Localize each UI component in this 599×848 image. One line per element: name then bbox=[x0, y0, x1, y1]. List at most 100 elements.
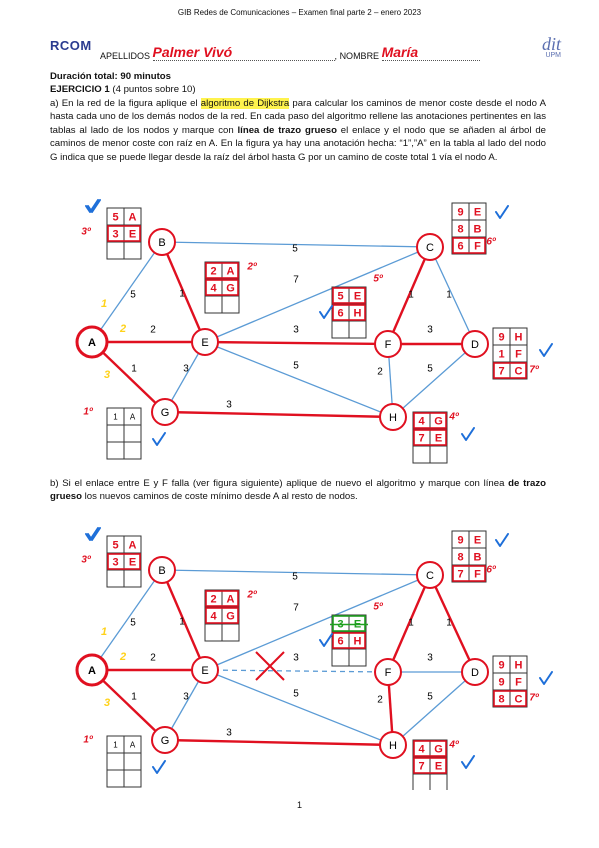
table-via: A bbox=[129, 211, 137, 223]
link-ec bbox=[204, 246, 431, 343]
table-via: A bbox=[227, 593, 235, 605]
link-failure-icon bbox=[255, 651, 285, 681]
selected-row-highlight bbox=[107, 553, 141, 570]
node-d bbox=[461, 658, 489, 686]
table-via: B bbox=[474, 551, 482, 563]
table-via: A bbox=[129, 539, 137, 551]
link-cost-ae: 2 bbox=[150, 653, 156, 664]
node-order-label: 1º bbox=[83, 407, 94, 418]
table-via: E bbox=[129, 556, 136, 568]
apellidos-label: APELLIDOS bbox=[100, 51, 151, 61]
node-label-a: A bbox=[88, 665, 96, 677]
node-label-f: F bbox=[385, 667, 392, 679]
check-mark-icon bbox=[319, 633, 333, 647]
node-f bbox=[374, 658, 402, 686]
table-via: F bbox=[474, 240, 481, 252]
check-mark-icon bbox=[539, 343, 553, 357]
table-via: G bbox=[434, 415, 443, 427]
link-cost-ab: 5 bbox=[130, 618, 136, 629]
node-order-label: 2º bbox=[246, 262, 258, 273]
node-e bbox=[191, 328, 219, 356]
link-hd bbox=[392, 343, 476, 418]
node-f bbox=[374, 330, 402, 358]
edge-order-ae: 2 bbox=[119, 323, 126, 335]
node-label-c: C bbox=[426, 242, 434, 254]
selected-row-highlight bbox=[332, 632, 366, 649]
check-mark-icon bbox=[495, 533, 509, 547]
node-b bbox=[148, 556, 176, 584]
table-cost: 8 bbox=[457, 551, 463, 563]
node-order-label: 2º bbox=[246, 590, 258, 601]
table-cost: 5 bbox=[337, 290, 343, 302]
link-cost-be: 1 bbox=[179, 617, 185, 628]
node-g bbox=[151, 726, 179, 754]
table-via: E bbox=[354, 290, 361, 302]
check-mark-icon bbox=[87, 527, 101, 541]
preset-via: A bbox=[130, 741, 136, 750]
link-eh bbox=[204, 341, 394, 418]
table-cost: 1 bbox=[498, 348, 504, 360]
node-label-a: A bbox=[88, 337, 96, 349]
link-bc bbox=[161, 241, 431, 248]
selected-row-highlight bbox=[413, 412, 447, 429]
table-via: F bbox=[474, 568, 481, 580]
table-cost: 2 bbox=[210, 593, 216, 605]
table-cost: 4 bbox=[210, 282, 217, 294]
link-bc bbox=[161, 569, 431, 576]
table-via: H bbox=[515, 331, 523, 343]
check-mark-icon bbox=[85, 199, 99, 213]
link-cd bbox=[429, 246, 476, 345]
table-via: B bbox=[474, 223, 482, 235]
table-via: H bbox=[354, 635, 362, 647]
table-via: H bbox=[515, 659, 523, 671]
check-mark-icon bbox=[152, 760, 166, 774]
link-ag bbox=[91, 669, 166, 741]
link-hd bbox=[392, 671, 476, 746]
link-be bbox=[160, 569, 207, 671]
selected-row-highlight bbox=[413, 740, 447, 757]
table-via: C bbox=[515, 365, 523, 377]
preset-via: A bbox=[130, 413, 136, 422]
link-cost-eg: 3 bbox=[183, 364, 189, 375]
node-label-d: D bbox=[471, 339, 479, 351]
selected-row-highlight bbox=[413, 429, 447, 446]
node-label-e: E bbox=[201, 665, 208, 677]
check-mark-icon bbox=[461, 427, 475, 441]
node-label-g: G bbox=[161, 407, 170, 419]
node-h bbox=[379, 731, 407, 759]
link-cost-gh: 3 bbox=[226, 728, 232, 739]
link-cost-bc: 5 bbox=[292, 572, 298, 583]
selected-row-highlight bbox=[107, 225, 141, 242]
selected-row-highlight bbox=[332, 615, 366, 632]
link-cost-cf: 1 bbox=[408, 290, 414, 301]
node-label-g: G bbox=[161, 735, 170, 747]
link-cost-eh: 5 bbox=[293, 361, 299, 372]
preset-cost: 1 bbox=[113, 741, 118, 750]
table-cost: 8 bbox=[498, 693, 504, 705]
table-cost: 5 bbox=[112, 539, 118, 551]
node-a bbox=[75, 325, 109, 359]
link-cost-fh: 2 bbox=[377, 367, 383, 378]
table-cost: 9 bbox=[498, 676, 504, 688]
table-via: E bbox=[474, 534, 481, 546]
table-cost: 2 bbox=[210, 265, 216, 277]
node-order-label: 4º bbox=[448, 740, 460, 751]
link-cost-be: 1 bbox=[179, 289, 185, 300]
table-cost: 7 bbox=[457, 568, 463, 580]
link-cost-fh: 2 bbox=[377, 695, 383, 706]
rcom-logo: RCOM bbox=[50, 38, 92, 53]
table-cost: 9 bbox=[457, 534, 463, 546]
link-cost-gh: 3 bbox=[226, 400, 232, 411]
node-order-label: 3º bbox=[81, 227, 92, 238]
table-cost: 6 bbox=[457, 240, 463, 252]
table-cost: 3 bbox=[112, 556, 118, 568]
table-cost: 7 bbox=[418, 760, 424, 772]
node-label-b: B bbox=[158, 565, 165, 577]
table-via: A bbox=[227, 265, 235, 277]
preset-cost: 1 bbox=[113, 413, 118, 422]
node-label-h: H bbox=[389, 740, 397, 752]
check-mark-icon bbox=[461, 755, 475, 769]
edge-order-ag: 3 bbox=[104, 369, 110, 381]
selected-row-highlight bbox=[452, 237, 486, 254]
